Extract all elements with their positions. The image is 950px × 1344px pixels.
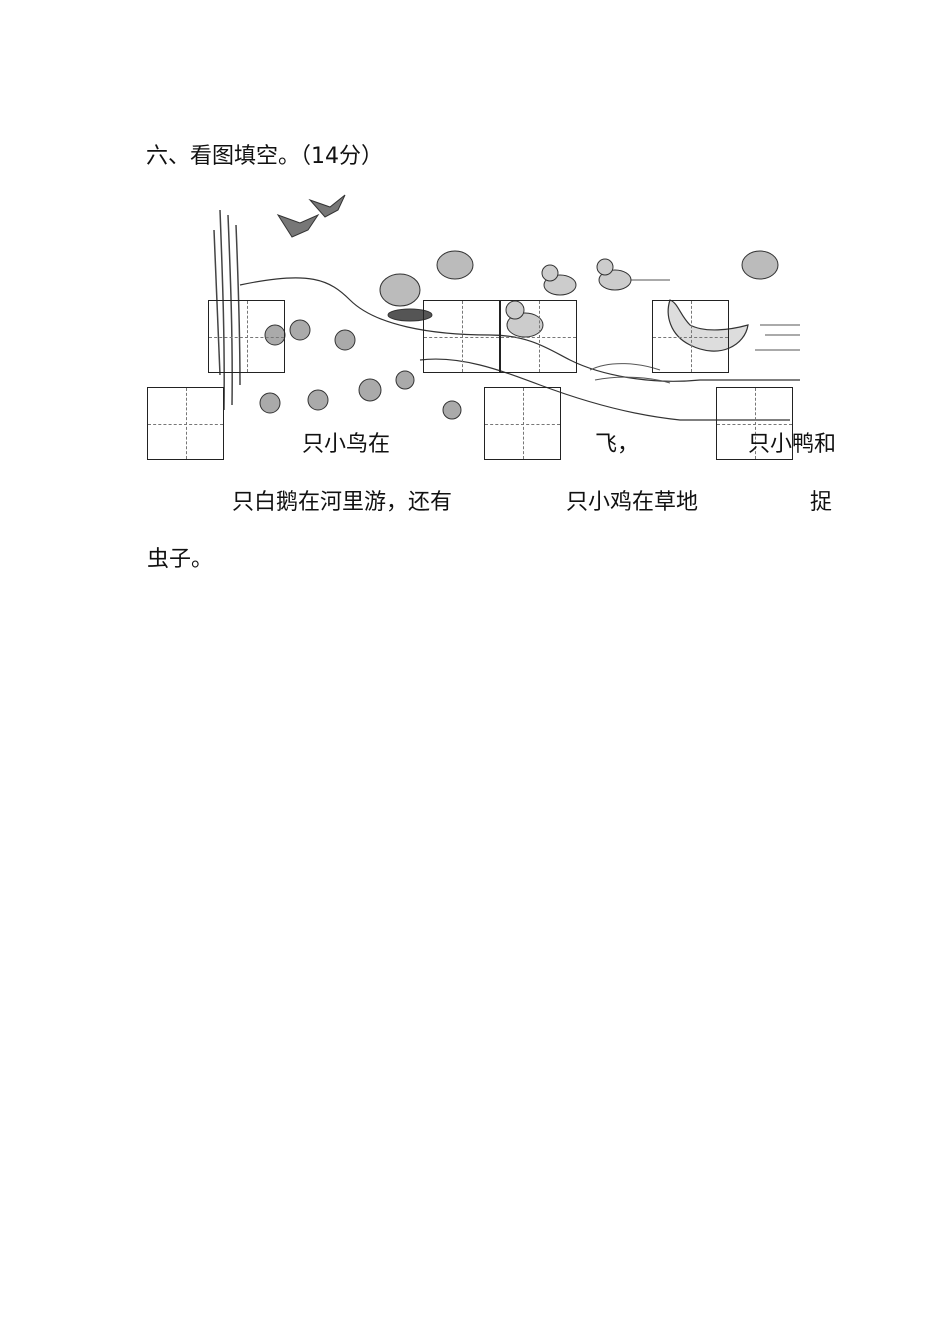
chick-icon <box>259 319 462 420</box>
bird-icon <box>276 194 346 238</box>
sentence-text: 只白鹅在河里游，还有 <box>232 490 453 515</box>
duck-icon <box>505 258 632 338</box>
answer-box-where-fly[interactable] <box>484 387 561 460</box>
answer-box-ducks-count[interactable] <box>716 387 793 460</box>
answer-box[interactable] <box>652 300 729 373</box>
sentence-text: 虫子。 <box>147 547 214 572</box>
answer-box[interactable] <box>500 300 577 373</box>
sentence-text: 只小鸡在草地 <box>566 490 699 515</box>
sentence-text: 飞， <box>595 432 640 457</box>
answer-box-birds-count[interactable] <box>147 387 224 460</box>
question-heading: 六、看图填空。（14分） <box>146 144 383 169</box>
sentence-text: 捉 <box>810 490 833 515</box>
lotus-icon <box>379 250 779 322</box>
answer-box[interactable] <box>208 300 285 373</box>
picture-scene <box>213 194 800 421</box>
sentence-text: 只小鸭和 <box>748 432 837 457</box>
willow-icon <box>213 209 241 411</box>
answer-box[interactable] <box>423 300 500 373</box>
sentence-text: 只小鸟在 <box>302 432 391 457</box>
